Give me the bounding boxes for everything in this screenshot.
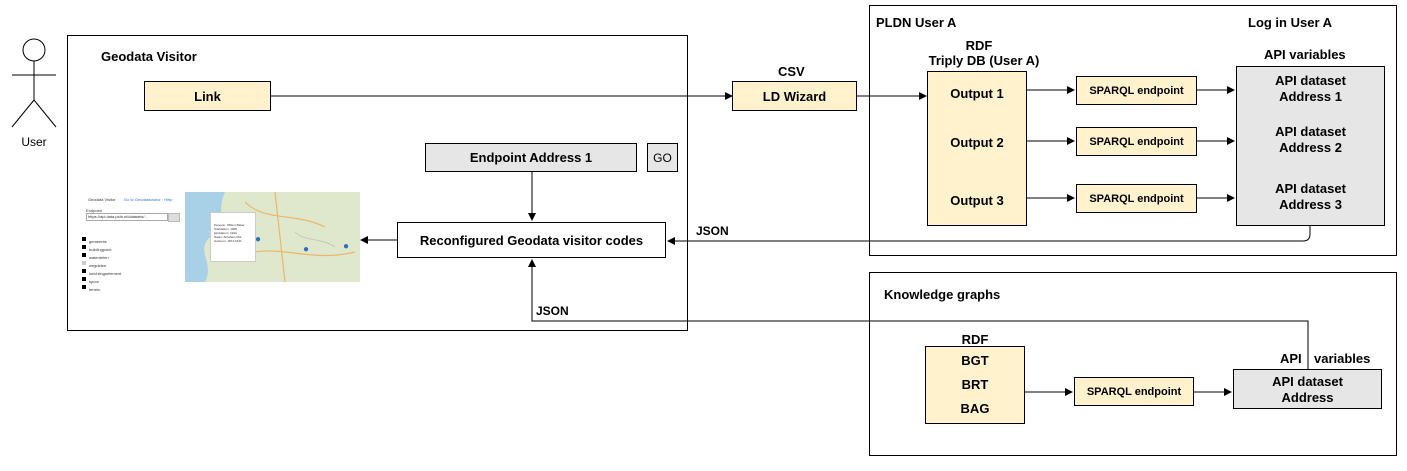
popup-line: Einddatum: 1934 xyxy=(214,231,237,235)
reconfigured-box: Reconfigured Geodata visitor codes xyxy=(397,222,666,258)
popup-line: Geboren: 1874-1941 xyxy=(214,239,242,243)
checkbox-icon[interactable] xyxy=(82,284,86,289)
geodata-app-sidebar: Geodata Visitor Go to Geodatavisitor · H… xyxy=(82,192,182,292)
arrow-kg-reconfigured xyxy=(528,259,1309,369)
layer-item[interactable]: inrichtingselement xyxy=(82,262,121,280)
user-figure xyxy=(11,38,57,128)
layer-item[interactable]: terrein xyxy=(82,278,100,296)
sparql-endpoint-1[interactable]: SPARQL endpoint xyxy=(1076,76,1197,105)
login-label: Log in User A xyxy=(1248,15,1333,30)
layer-label: terrein xyxy=(89,287,101,292)
checkbox-icon[interactable] xyxy=(82,244,86,249)
app-sub: Go to Geodatavisitor · Help xyxy=(124,197,173,202)
layer-label: spoor xyxy=(89,279,100,284)
layer-label: waterdelen xyxy=(89,255,109,260)
checkbox-icon[interactable] xyxy=(82,268,86,273)
layer-item[interactable]: gemeente xyxy=(82,230,107,248)
kg-rdf-label: RDF xyxy=(961,332,989,347)
json-label-pldn: JSON xyxy=(696,224,729,238)
checkbox-icon[interactable] xyxy=(82,252,86,257)
sparql-endpoint-3[interactable]: SPARQL endpoint xyxy=(1076,184,1197,213)
triply-db-box: Output 1 Output 2 Output 3 xyxy=(927,71,1027,226)
layer-label: inrichtingselement xyxy=(89,271,122,276)
layer-item[interactable]: buildingpoint xyxy=(82,238,111,256)
sparql-endpoint-2[interactable]: SPARQL endpoint xyxy=(1076,127,1197,156)
popup-line: Startdatum: 1905 xyxy=(214,227,238,231)
pldn-frame xyxy=(869,5,1397,256)
output-2[interactable]: Output 2 xyxy=(950,135,1004,150)
api-variables-label: API variables xyxy=(1264,47,1346,62)
geodata-visitor-frame xyxy=(67,35,688,331)
dataset-bgt[interactable]: BGT xyxy=(961,353,989,368)
map-pin-icon[interactable]: ● xyxy=(255,234,262,245)
output-1[interactable]: Output 1 xyxy=(950,86,1004,101)
triply-label: Triply DB (User A) xyxy=(928,53,1040,68)
ld-wizard-box[interactable]: LD Wizard xyxy=(732,81,857,111)
kg-api-label: API xyxy=(1280,351,1302,366)
layer-item[interactable]: spoor xyxy=(82,270,99,288)
pldn-title: PLDN User A xyxy=(876,15,957,30)
knowledge-graphs-frame xyxy=(869,272,1397,456)
layer-item[interactable]: waterdelen xyxy=(82,246,109,264)
app-title: Geodata Visitor xyxy=(88,197,116,202)
user-label: User xyxy=(21,135,47,149)
endpoint-address-box[interactable]: Endpoint Address 1 xyxy=(425,143,637,172)
kg-variables-label: variables xyxy=(1314,351,1371,366)
popup-line: Persoon: Willem Baker xyxy=(214,223,245,227)
checkbox-icon[interactable] xyxy=(82,236,86,241)
layer-label: wegdelen xyxy=(89,263,107,268)
dataset-bag[interactable]: BAG xyxy=(960,401,990,416)
popup-line: Naam: Abraham Mul xyxy=(214,235,242,239)
kg-rdf-box: BGT BRT BAG xyxy=(925,346,1025,424)
arrow-api-reconfigured xyxy=(667,226,1311,245)
layer-label: buildingpoint xyxy=(89,247,112,252)
layer-item[interactable]: wegdelen xyxy=(82,254,106,272)
kg-title: Knowledge graphs xyxy=(884,287,1001,302)
map-pin-icon[interactable]: ● xyxy=(303,244,310,255)
app-url-label: Endpoint xyxy=(86,208,102,213)
app-url-input[interactable]: https://api.data.pldn.nl/datasets/... xyxy=(86,213,168,221)
link-box[interactable]: Link xyxy=(144,81,271,111)
csv-label: CSV xyxy=(778,64,805,79)
kg-sparql-endpoint[interactable]: SPARQL endpoint xyxy=(1074,377,1194,406)
checkbox-icon[interactable] xyxy=(82,276,86,281)
go-button[interactable]: GO xyxy=(647,143,678,172)
layer-label: gemeente xyxy=(89,239,107,244)
output-3[interactable]: Output 3 xyxy=(950,193,1004,208)
checkbox-icon[interactable] xyxy=(82,260,86,265)
geodata-visitor-title: Geodata Visitor xyxy=(101,49,197,64)
map-pin-icon[interactable]: ● xyxy=(343,241,350,252)
rdf-label: RDF xyxy=(965,38,993,53)
dataset-brt[interactable]: BRT xyxy=(961,377,989,392)
app-go-button[interactable] xyxy=(168,213,180,222)
json-label-kg: JSON xyxy=(536,304,569,318)
